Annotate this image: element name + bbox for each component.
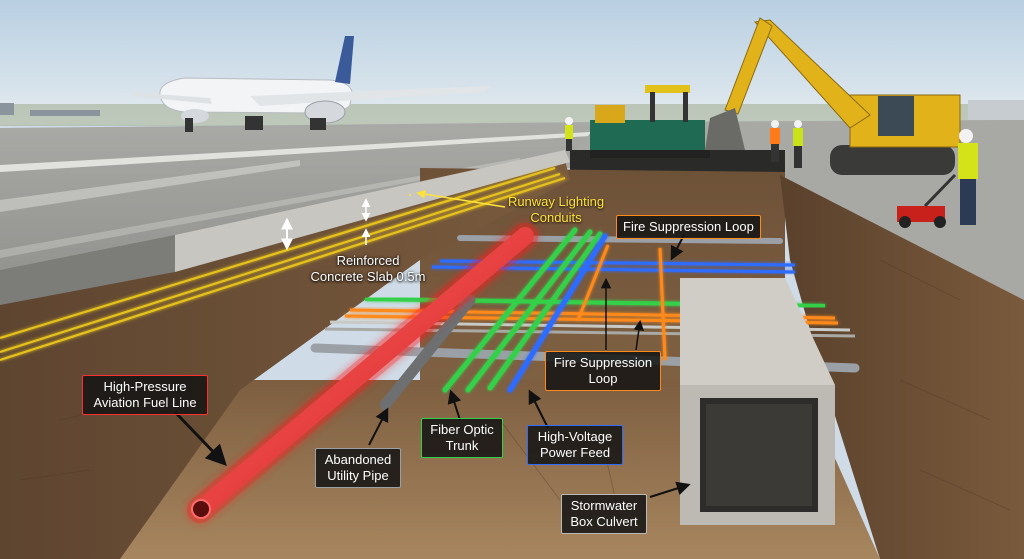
runway-marking <box>0 158 520 258</box>
label-high-pressure-fuel-line: High-Pressure Aviation Fuel Line <box>82 375 208 415</box>
label-stormwater-box-culvert: Stormwater Box Culvert <box>561 494 647 534</box>
culvert-inner <box>706 404 812 506</box>
trench-right-wall <box>780 175 1024 559</box>
runway-marking <box>0 132 590 172</box>
label-fire-suppression-loop-mid: Fire Suppression Loop <box>545 351 661 391</box>
worker-icon <box>565 117 573 151</box>
leader-abandoned <box>368 407 389 446</box>
abandoned-utility-pipe <box>379 294 476 411</box>
culvert-top <box>680 278 835 385</box>
label-high-voltage-power-feed: High-Voltage Power Feed <box>527 425 623 465</box>
concrete-slab-front <box>0 235 175 305</box>
gpr-cart-icon <box>897 173 957 228</box>
label-reinforced-concrete-slab: Reinforced Concrete Slab 0.5m <box>310 253 426 284</box>
excavator-icon <box>705 17 961 175</box>
leader-fuel <box>173 410 227 467</box>
leader-hv <box>528 389 549 429</box>
leader-fiber <box>447 389 462 421</box>
trench-left-wall <box>0 160 570 559</box>
fire-suppression-risers <box>576 244 667 361</box>
leader-stormwater <box>649 481 691 498</box>
label-fiber-optic-trunk: Fiber Optic Trunk <box>421 418 503 458</box>
concrete-slab-edge <box>175 150 570 272</box>
label-abandoned-utility-pipe: Abandoned Utility Pipe <box>315 448 401 488</box>
leader-runway-lighting <box>416 189 506 208</box>
label-runway-lighting-conduits: Runway Lighting Conduits <box>507 194 605 225</box>
worker-icon <box>770 120 780 162</box>
fuel-line <box>191 227 534 519</box>
fuel-line-end <box>191 499 211 519</box>
fiber-optic-trunk-conduits <box>442 227 603 393</box>
runway-marking <box>0 160 300 212</box>
runway-lighting-conduits <box>0 166 566 362</box>
worker-icon <box>958 129 978 225</box>
label-fire-suppression-loop-top: Fire Suppression Loop <box>616 215 761 239</box>
high-voltage-conduit <box>507 233 608 393</box>
paver-icon <box>590 85 710 158</box>
airplane-icon <box>130 36 490 132</box>
leader-fire-mid-b <box>633 319 645 351</box>
trench-floor <box>0 380 880 559</box>
worker-icon <box>793 120 803 168</box>
